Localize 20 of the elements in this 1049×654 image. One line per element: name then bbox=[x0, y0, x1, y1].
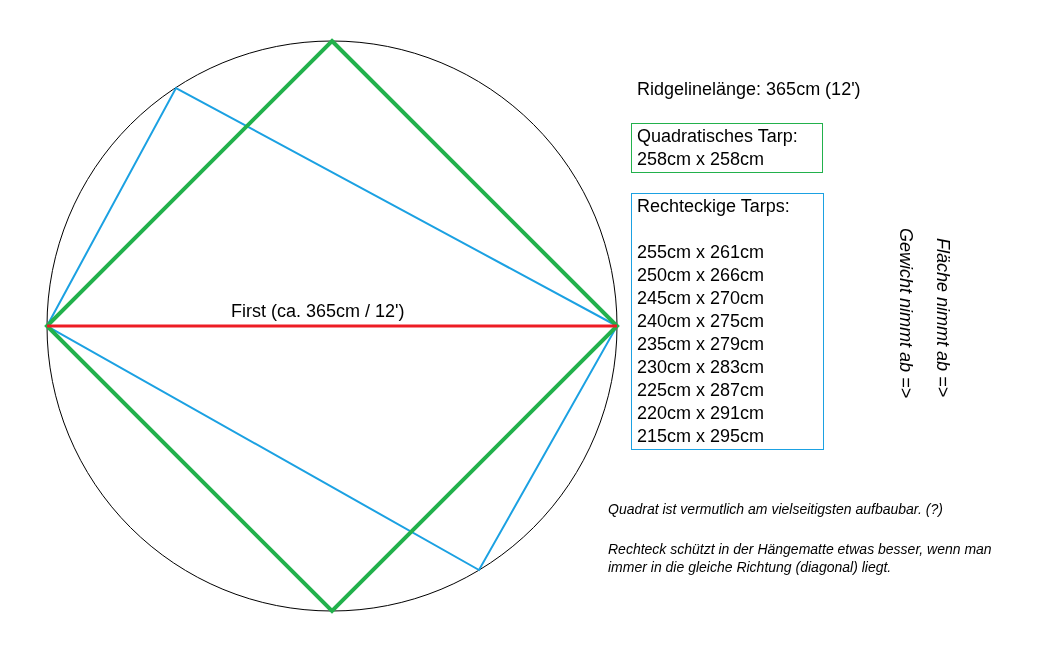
size-text: 220cm x 291cm bbox=[637, 402, 766, 425]
note-text: Rechteck schützt in der Hängematte etwas besser, wenn man immer in die gleiche Richtung (diagonal) liegt. bbox=[608, 540, 993, 576]
size-text: 225cm x 287cm bbox=[637, 379, 766, 402]
box-heading: Rechteckige Tarps: bbox=[637, 195, 791, 218]
size-text: 235cm x 279cm bbox=[637, 333, 766, 356]
rectangle-tarps-box bbox=[631, 193, 824, 450]
size-text: 250cm x 266cm bbox=[637, 264, 766, 287]
line-label: First (ca. 365cm / 12') bbox=[231, 301, 405, 322]
box-heading: Quadratisches Tarp: bbox=[637, 125, 799, 148]
vertical-note-text: Gewicht nimmt ab => bbox=[895, 228, 916, 399]
size-text: 258cm x 258cm bbox=[637, 148, 766, 171]
size-text: 255cm x 261cm bbox=[637, 241, 766, 264]
note-text: Quadrat ist vermutlich am vielseitigsten aufbaubar. (?) bbox=[608, 500, 944, 518]
vertical-note-text: Fläche nimmt ab => bbox=[932, 238, 953, 398]
square-tarp-box bbox=[631, 123, 823, 173]
size-text: 215cm x 295cm bbox=[637, 425, 766, 448]
size-text: 230cm x 283cm bbox=[637, 356, 766, 379]
ridgeline-length-text: Ridgelinelänge: 365cm (12') bbox=[637, 79, 861, 100]
size-text: 245cm x 270cm bbox=[637, 287, 766, 310]
size-text: 240cm x 275cm bbox=[637, 310, 766, 333]
